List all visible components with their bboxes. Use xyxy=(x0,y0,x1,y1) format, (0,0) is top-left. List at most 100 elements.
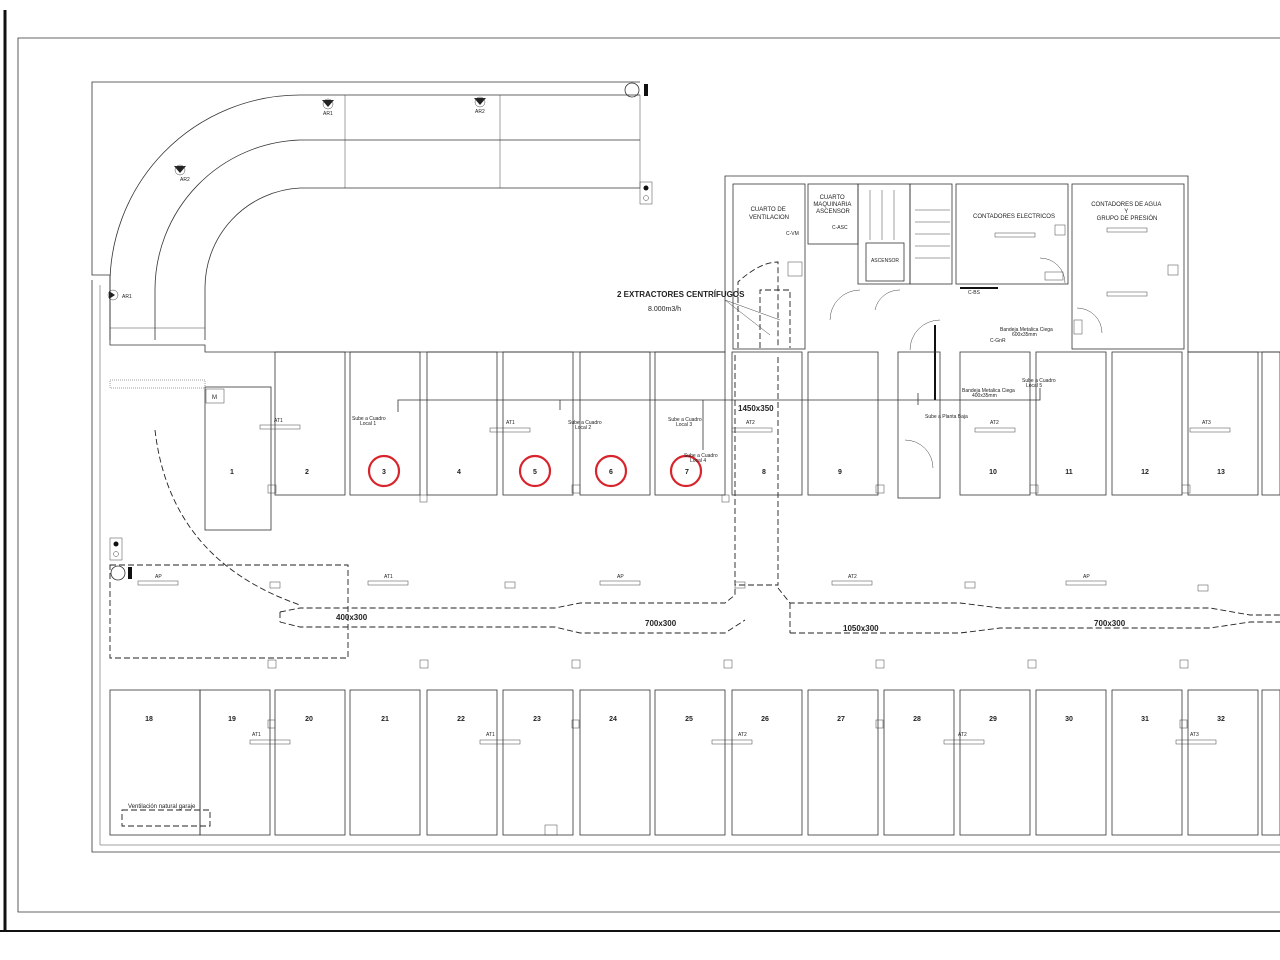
fixture-label: AR1 xyxy=(122,294,132,300)
space-number: 11 xyxy=(1065,469,1073,476)
space-number: 27 xyxy=(837,716,845,723)
bandeja-label-1: Bandeja Metalica Ciega 600x35mm xyxy=(1000,327,1054,338)
label-casc: C-ASC xyxy=(832,225,848,231)
space-number: 25 xyxy=(685,716,693,723)
space-number: 9 xyxy=(838,469,842,476)
space-number: 12 xyxy=(1141,469,1149,476)
extractores-flow: 8.000m3/h xyxy=(648,306,681,313)
space-number: 31 xyxy=(1141,716,1149,723)
building-outline-bottom xyxy=(91,280,1280,853)
duct-size-2: 700x300 xyxy=(645,619,677,628)
space-number: 30 xyxy=(1065,716,1073,723)
fixture-label: AR1 xyxy=(323,111,333,117)
label-cgnr: C-GnR xyxy=(990,338,1006,344)
fixtures-top: AT1 AT1 AT2 AT2 AT3 xyxy=(259,418,1231,433)
extractor-leader-2 xyxy=(724,299,781,321)
fixtures-aisle: AP AT1 AP AT2 AP xyxy=(109,537,1209,592)
sube-local-2: Sube a Cuadro Local 2 xyxy=(568,420,603,431)
duct-size-1: 400x300 xyxy=(336,613,368,622)
duct-size-4: 700x300 xyxy=(1094,619,1126,628)
extractor-ducts xyxy=(734,261,791,586)
vent-natural-label: Ventilación natural garaje xyxy=(128,804,196,810)
space-number: 6 xyxy=(609,469,613,476)
svg-text:AP: AP xyxy=(155,574,162,580)
svg-text:AT1: AT1 xyxy=(252,732,261,738)
duct-size-3: 1050x300 xyxy=(843,624,879,633)
space-number: 1 xyxy=(230,469,234,476)
highlight-space-5 xyxy=(518,454,552,488)
space-number: 28 xyxy=(913,716,921,723)
access-ramp xyxy=(109,94,641,340)
svg-text:AT2: AT2 xyxy=(848,574,857,580)
highlight-space-6 xyxy=(594,454,628,488)
space-number: 18 xyxy=(145,716,153,723)
space-number: 24 xyxy=(609,716,617,723)
electric-tray xyxy=(397,388,1041,412)
extractor-leader-1 xyxy=(724,299,771,336)
columns xyxy=(267,484,1191,669)
space-number: 22 xyxy=(457,716,465,723)
space-number: 13 xyxy=(1217,469,1225,476)
sube-local-4: Sube a Cuadro Local 4 xyxy=(684,453,719,464)
sube-local-3: Sube a Cuadro Local 3 xyxy=(668,417,703,428)
svg-text:AP: AP xyxy=(1083,574,1090,580)
m-box xyxy=(205,388,225,404)
louver-grille xyxy=(109,379,206,389)
m-label: M xyxy=(212,395,217,401)
room-maquinaria: CUARTO MAQUINARIA ASCENSOR xyxy=(813,195,852,215)
bandeja-label-2: Bandeja Metalica Ciega 400x35mm xyxy=(962,388,1016,399)
space-number: 29 xyxy=(989,716,997,723)
extractores-title: 2 EXTRACTORES CENTRÍFUGOS xyxy=(617,290,745,299)
label-cbs: C-BS xyxy=(968,290,981,296)
space-number: 26 xyxy=(761,716,769,723)
svg-text:AP: AP xyxy=(617,574,624,580)
fixture-label: AR2 xyxy=(180,177,190,183)
sube-local-1: Sube a Cuadro Local 1 xyxy=(352,416,387,427)
sube-labels: Sube a Cuadro Local 1 Sube a Cuadro Loca… xyxy=(352,416,719,464)
svg-text:AT2: AT2 xyxy=(738,732,747,738)
space-number: 21 xyxy=(381,716,389,723)
svg-text:AT3: AT3 xyxy=(1190,732,1199,738)
room-contadores-electricos: CONTADORES ELECTRICOS xyxy=(973,214,1055,220)
sube-local-5: Sube a Cuadro Local 5 xyxy=(1022,378,1057,389)
space-number: 32 xyxy=(1217,716,1225,723)
space-number: 3 xyxy=(382,469,386,476)
room-ascensor: ASCENSOR xyxy=(871,258,899,264)
space-number: 10 xyxy=(989,469,997,476)
core-rooms: CUARTO DE VENTILACION CUARTO MAQUINARIA … xyxy=(732,183,1185,499)
space-number: 7 xyxy=(685,469,689,476)
space-numbers-top: 1 2 3 4 5 6 7 8 9 10 11 12 13 xyxy=(230,469,1225,476)
duct-size-5: 1450x350 xyxy=(738,404,774,413)
fixture-label: AR2 xyxy=(475,109,485,115)
space-number: 20 xyxy=(305,716,313,723)
fixtures-ramp: AR1 AR2 AR2 AR1 xyxy=(107,82,653,301)
highlight-space-7 xyxy=(669,454,703,488)
building-outline xyxy=(91,81,1280,353)
vent-natural-box xyxy=(121,809,211,827)
sheet-frame xyxy=(17,37,1280,913)
parking-row-top xyxy=(204,351,1280,531)
svg-text:AT2: AT2 xyxy=(958,732,967,738)
space-number: 5 xyxy=(533,469,537,476)
space-number: 8 xyxy=(762,469,766,476)
svg-text:AT3: AT3 xyxy=(1202,420,1211,426)
svg-text:AT1: AT1 xyxy=(274,418,283,424)
ventilation-zone xyxy=(109,564,349,659)
fixtures-bottom: AT1 AT1 AT2 AT2 AT3 xyxy=(249,719,1217,836)
svg-text:AT2: AT2 xyxy=(746,420,755,426)
parking-row-bottom xyxy=(109,689,1280,836)
highlight-space-3 xyxy=(367,454,401,488)
ramp-trace xyxy=(154,429,301,606)
svg-text:AT2: AT2 xyxy=(990,420,999,426)
space-numbers-bottom: 18 19 20 21 22 23 24 25 26 27 28 29 30 3… xyxy=(145,716,1225,723)
space-number: 4 xyxy=(457,469,461,476)
room-contadores-agua: CONTADORES DE AGUA Y GRUPO DE PRESIÓN xyxy=(1091,202,1163,222)
space-number: 2 xyxy=(305,469,309,476)
space-number: 23 xyxy=(533,716,541,723)
room-ventilacion: CUARTO DE VENTILACION xyxy=(749,207,789,221)
sube-planta-baja: Sube a Planta Baja xyxy=(925,414,968,420)
svg-text:AT1: AT1 xyxy=(384,574,393,580)
label-cvm: C-VM xyxy=(786,231,799,237)
highlight-circles xyxy=(367,454,703,488)
